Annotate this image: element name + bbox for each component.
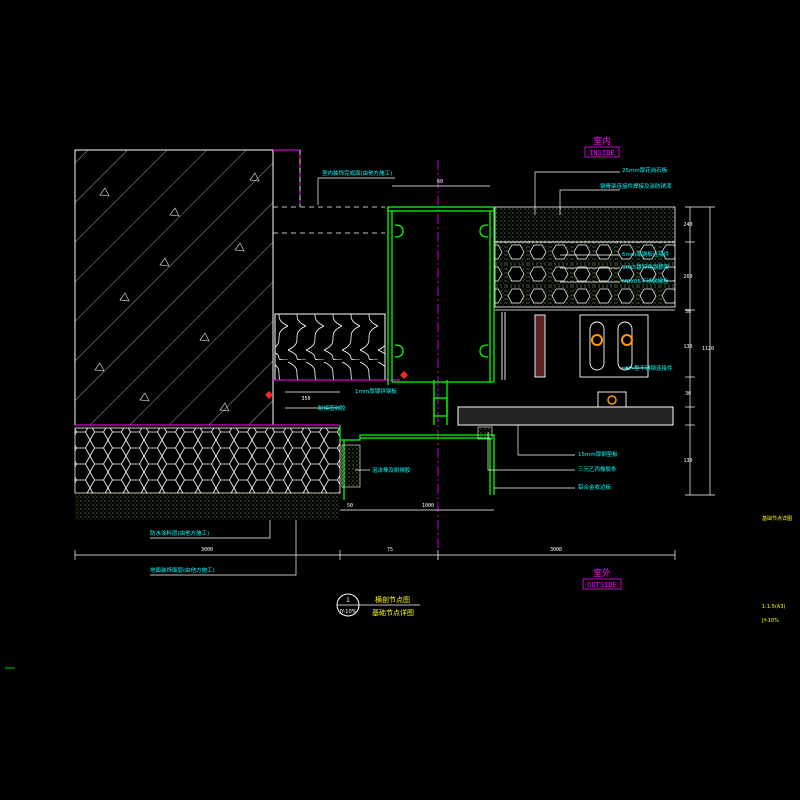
- dim-right-3: 30: [685, 309, 691, 315]
- annotation-r2: 钢骨架连接件焊接及涂防锈漆: [600, 182, 672, 190]
- indoor-label-en: INSIDE: [589, 149, 614, 157]
- annotation-b1: 15mm厚钢垫板: [578, 450, 618, 458]
- side-code: JY-10%: [761, 618, 779, 624]
- title-line2: 基础节点详图: [372, 608, 414, 617]
- opening-dashed: [273, 150, 385, 234]
- steel-plate: [457, 406, 674, 426]
- annotation-m1: 1mm厚镀锌钢板: [355, 387, 397, 395]
- side-scale: 1:1.5(A3): [762, 604, 785, 610]
- ground-stone-layer: [74, 427, 341, 494]
- finish-outline: [273, 149, 301, 205]
- outdoor-label-cn: 室外: [593, 567, 611, 579]
- dim-right-1: 240: [683, 222, 692, 228]
- indoor-label-cn: 室内: [593, 135, 611, 147]
- side-info: 基础节点详图 1:1.5(A3) JY-10%: [761, 515, 792, 624]
- annotation-b3: 铝合金收边板: [578, 483, 612, 491]
- annotation-r6: AP-型不锈钢连接件: [625, 364, 673, 372]
- dim-mid-left: 350: [301, 396, 310, 402]
- dim-bottom-left: 3000: [201, 547, 213, 553]
- leader-lines: [150, 171, 650, 576]
- mullion-profile: [339, 206, 495, 500]
- bolt-icons: [591, 334, 633, 405]
- title-line1: 横剖节点图: [375, 595, 410, 604]
- insulation: [274, 313, 386, 381]
- title-circle-number: 1: [346, 597, 350, 604]
- dim-small-mid: 1000: [422, 503, 434, 509]
- steel-bracket: [501, 312, 649, 411]
- dim-small-left: 50: [347, 503, 353, 509]
- dim-top-width: 60: [437, 179, 443, 185]
- granite-cladding: [494, 206, 676, 311]
- ground-base-layer: [75, 493, 340, 520]
- annotation-m3: 泡沫棒及耐候胶: [372, 466, 411, 474]
- dim-right-5: 30: [685, 391, 691, 397]
- annotation-top-left: 室内装饰完成面(由他方施工): [322, 169, 392, 177]
- concrete-wall: [74, 149, 274, 426]
- dim-right-6: 130: [683, 458, 692, 464]
- side-drawing-name: 基础节点详图: [762, 515, 792, 522]
- annotation-r3: 6mm厚钢板连接件: [622, 250, 670, 258]
- annotation-b2: 三元乙丙橡胶条: [578, 465, 617, 473]
- dim-bottom-mid: 75: [387, 547, 393, 553]
- dim-bottom-right: 3000: [550, 547, 562, 553]
- title-circle-ref: JY-10%: [339, 609, 357, 615]
- dim-right-total: 1120: [702, 346, 714, 352]
- outdoor-label-box: [582, 578, 622, 590]
- dimension-lines: [74, 185, 715, 560]
- annotation-r5: M8X65不锈钢螺栓: [622, 277, 669, 285]
- annotation-l2: 地面装饰面层(由他方施工): [150, 566, 215, 574]
- annotation-l1: 防水涂料层(由他方施工): [150, 529, 209, 537]
- dim-right-4: 130: [683, 344, 692, 350]
- seal-marks: [265, 371, 493, 488]
- annotation-r1: 25mm厚花岗石板: [622, 166, 668, 174]
- outdoor-label-en: OUTSIDE: [587, 581, 617, 589]
- annotation-r4: 50X5镀锌角钢横梁: [622, 263, 670, 271]
- indoor-label-box: [584, 146, 620, 158]
- floor-lines: [75, 379, 400, 426]
- dim-right-2: 260: [683, 274, 692, 280]
- title-block: 1 JY-10% 横剖节点图 基础节点详图: [336, 593, 420, 617]
- annotation-m2: 耐候密封胶: [318, 404, 346, 412]
